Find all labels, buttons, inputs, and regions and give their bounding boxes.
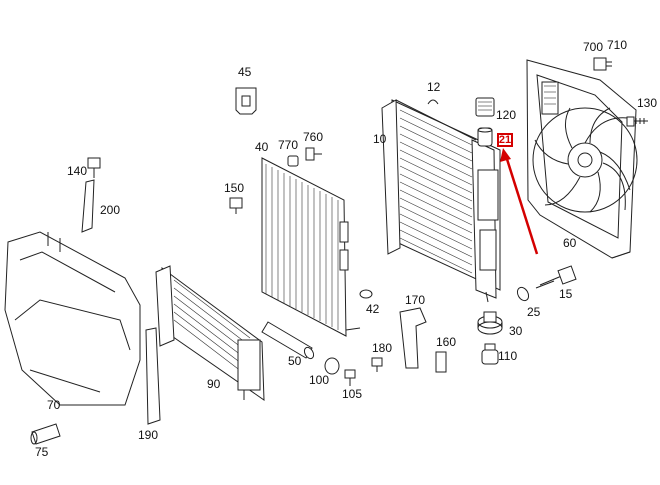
screw-130 [626,116,648,127]
bolt-140 [87,157,101,178]
fan-shroud [526,59,638,259]
label-15: 15 [559,287,573,301]
callout-21: 21 [497,133,513,147]
label-190: 190 [138,428,159,442]
label-50: 50 [288,354,302,368]
washer-42 [359,289,373,299]
label-60: 60 [563,236,577,250]
label-12: 12 [427,80,441,94]
mount-110 [481,343,499,365]
label-40: 40 [255,140,269,154]
bracket-190 [145,327,161,425]
label-180: 180 [372,341,393,355]
air-duct [4,231,141,406]
label-105: 105 [342,387,363,401]
screw-150 [229,197,243,214]
label-700: 700 [583,40,604,54]
label-42: 42 [366,302,380,316]
label-130: 130 [637,96,658,110]
sensor-15 [535,265,577,289]
drain-plug-30 [477,311,503,335]
clip-160 [435,351,447,373]
label-100: 100 [309,373,330,387]
label-200: 200 [100,203,121,217]
bracket-45 [235,87,257,115]
highlight-arrow [500,148,539,255]
bush-770 [287,155,299,167]
intercooler [155,265,265,401]
label-110: 110 [498,349,518,363]
label-710: 710 [607,38,628,52]
bracket-170 [399,307,427,369]
screw-180 [371,357,383,372]
label-150: 150 [224,181,245,195]
label-170: 170 [405,293,426,307]
screw-105 [344,369,356,386]
fuse-part [593,57,612,71]
clip-12 [427,99,439,105]
radiator [381,99,501,303]
dryer-50 [261,321,315,360]
cap-120 [475,97,495,117]
condenser [261,157,361,337]
label-10: 10 [373,132,387,146]
label-770: 770 [278,138,299,152]
tube-75 [30,423,61,445]
valve-100 [324,357,340,375]
oring-25 [516,286,530,302]
label-45: 45 [238,65,252,79]
label-140: 140 [67,164,88,178]
plug-760 [305,147,322,161]
bracket-200 [81,179,95,233]
label-25: 25 [527,305,541,319]
label-120: 120 [496,108,517,122]
label-90: 90 [207,377,221,391]
label-75: 75 [35,445,49,459]
label-30: 30 [509,324,523,338]
label-160: 160 [436,335,457,349]
label-70: 70 [47,398,61,412]
seal-21 [477,127,493,147]
label-760: 760 [303,130,324,144]
